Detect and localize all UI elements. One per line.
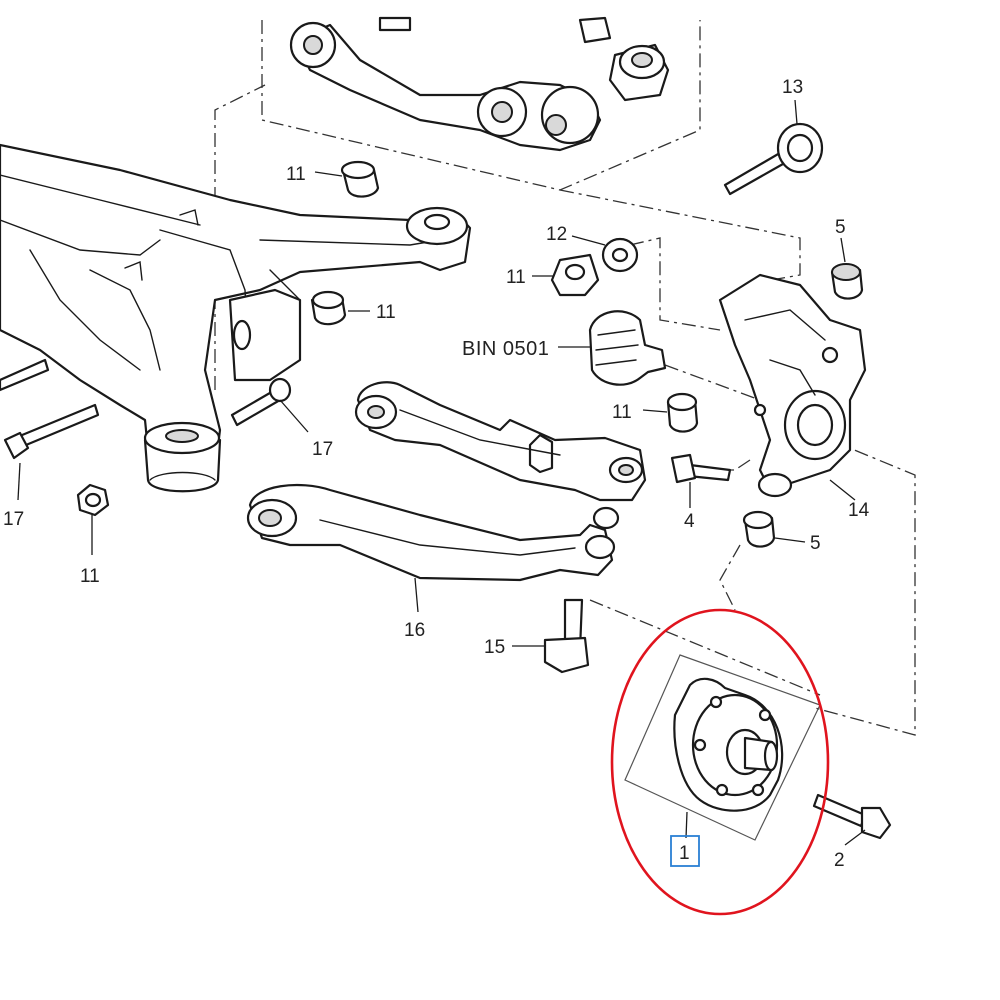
callout-15[interactable]: 15 [484,637,505,658]
bushings-and-nuts [76,160,864,548]
callout-13[interactable]: 13 [782,77,803,98]
callout-labels: 13 11 12 5 11 11 11 17 17 11 14 4 5 16 1… [3,77,870,871]
toe-link-arm [354,381,647,502]
wheel-hub-bearing [624,654,821,841]
reference-code-label: BIN 0501 [462,338,549,360]
lower-control-arm [246,483,620,582]
ball-joint [588,310,667,386]
callout-17-mid[interactable]: 17 [312,439,333,460]
bolts [0,122,892,840]
leader-lines [17,99,866,846]
callout-11-knuckle[interactable]: 11 [612,402,632,423]
callout-11-top[interactable]: 11 [286,164,306,185]
selected-part-highlight-ring [610,608,830,916]
wheel-knuckle [718,273,867,498]
callout-11-bushing[interactable]: 11 [376,302,396,323]
callout-12[interactable]: 12 [546,224,567,245]
selected-callout-box [670,835,700,867]
callout-14[interactable]: 14 [848,500,870,521]
callout-4[interactable]: 4 [684,511,695,532]
callout-5-top[interactable]: 5 [835,217,846,238]
callout-11-nut[interactable]: 11 [506,267,526,288]
callout-16[interactable]: 16 [404,620,425,641]
callout-17-left[interactable]: 17 [3,509,24,530]
callout-1-selected[interactable]: 1 [679,843,690,864]
callout-2[interactable]: 2 [834,850,845,871]
callout-5-bottom[interactable]: 5 [810,533,821,554]
upper-control-arm [289,16,670,152]
rear-subframe [0,143,472,493]
callout-11-bottom-left[interactable]: 11 [80,566,100,587]
